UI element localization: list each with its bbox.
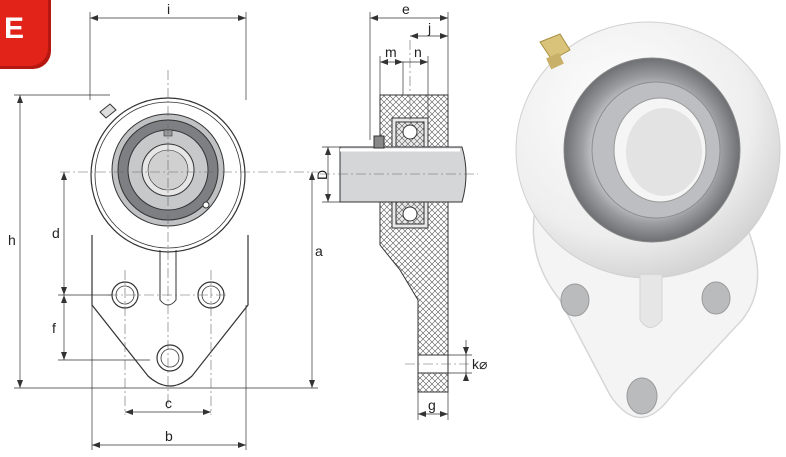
photo-bolt-hole-right — [701, 281, 731, 315]
dim-label-n: n — [414, 44, 422, 60]
dim-label-e: e — [402, 1, 410, 17]
badge-letter: E — [4, 12, 25, 45]
section-badge: E — [0, 0, 48, 66]
dim-label-a: a — [315, 243, 323, 259]
dim-label-k: k⌀ — [472, 356, 487, 372]
dim-label-j: j — [427, 20, 431, 36]
dim-label-i: i — [167, 1, 170, 17]
ball-bottom — [402, 206, 418, 222]
dim-label-g: g — [428, 397, 436, 413]
grease-nipple — [99, 103, 117, 119]
ball-top — [402, 124, 418, 140]
dim-label-d: d — [52, 225, 60, 241]
photo-bolt-hole-left — [560, 283, 590, 317]
dim-label-m: m — [385, 44, 397, 60]
front-view — [14, 12, 318, 450]
photo-bolt-hole-bottom — [626, 377, 658, 415]
product-photo — [515, 21, 781, 419]
shaft — [339, 146, 467, 203]
section-view — [320, 12, 478, 420]
flange-outline — [91, 235, 249, 387]
dim-label-c: c — [165, 395, 172, 411]
dim-label-h: h — [8, 232, 16, 248]
dim-label-b: b — [165, 428, 173, 444]
dim-label-f: f — [52, 320, 56, 336]
dim-label-D: D — [314, 170, 330, 180]
photo-grease-nipple — [539, 33, 571, 70]
